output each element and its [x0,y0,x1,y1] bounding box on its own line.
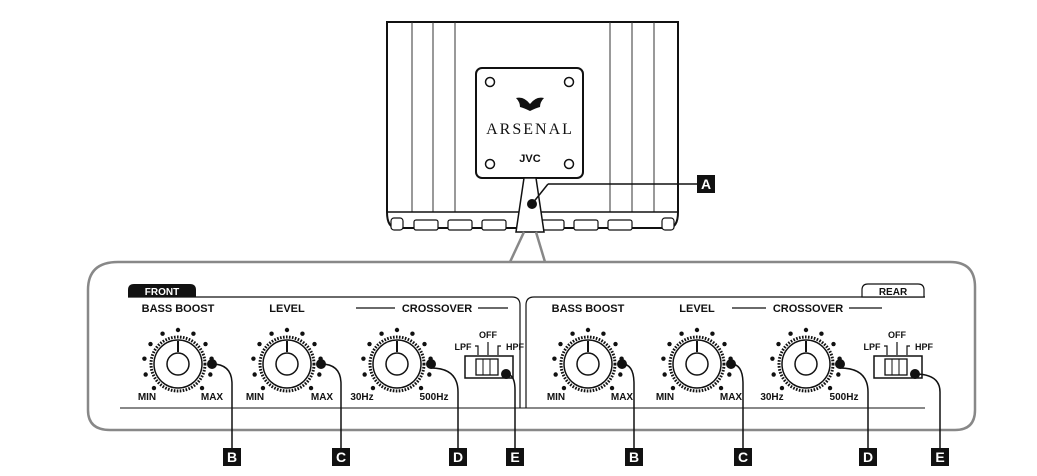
callout-d-front: D [449,448,467,466]
callout-c-front-letter: C [336,449,346,465]
rear-crossover-label: CROSSOVER [773,303,843,315]
callout-a-letter: A [701,176,711,192]
rear-filter-hpf-label: HPF [915,342,934,352]
front-crossover-high: 500Hz [420,392,449,403]
callout-b-front: B [223,448,241,466]
callout-b-front-letter: B [227,449,237,465]
front-filter-hpf-label: HPF [506,342,525,352]
front-filter-switch[interactable]: OFF LPF HPF [455,330,525,379]
front-level-knob[interactable] [251,327,326,393]
callout-b-rear: B [625,448,643,466]
callout-c-rear: C [734,448,752,466]
callout-e-rear: E [931,448,949,466]
front-filter-lpf-label: LPF [455,342,473,352]
callout-e-front: E [506,448,524,466]
rear-level-max: MAX [720,392,743,403]
rear-crossover-knob[interactable] [770,327,845,393]
front-level-label: LEVEL [269,303,305,315]
callout-c-rear-letter: C [738,449,748,465]
rear-bass-boost-knob[interactable] [552,327,627,393]
callout-e-rear-letter: E [935,449,944,465]
callout-leaders [211,363,941,448]
callout-c-front: C [332,448,350,466]
rear-level-min: MIN [656,392,674,403]
rear-crossover-low: 30Hz [760,392,783,403]
front-tag: FRONT [128,284,196,298]
rear-tag: REAR [861,283,925,298]
rear-bass-boost-label: BASS BOOST [552,303,625,315]
rear-level-label: LEVEL [679,303,715,315]
brand-name: ARSENAL [486,121,574,138]
callout-d-rear-letter: D [863,449,873,465]
rear-crossover-label-group: CROSSOVER [732,303,882,315]
rear-tag-label: REAR [879,287,908,298]
front-bass-boost-min: MIN [138,392,156,403]
front-filter-off-label: OFF [479,330,497,340]
callout-d-rear: D [859,448,877,466]
enlarged-panel: FRONT REAR BASS BOOST LEVEL CROSSOVER MI… [86,231,977,432]
rear-filter-lpf-label: LPF [864,342,882,352]
heatsink-fins [411,22,655,212]
terminal-block [390,217,675,231]
callout-a: A [531,175,715,205]
front-bass-boost-knob[interactable] [142,327,217,393]
logo-plate: ARSENAL JVC [475,67,584,179]
callout-b-rear-letter: B [629,449,639,465]
rear-level-knob[interactable] [661,327,736,393]
front-crossover-label: CROSSOVER [402,303,472,315]
rear-bass-boost-max: MAX [611,392,634,403]
front-crossover-low: 30Hz [350,392,373,403]
rear-filter-off-label: OFF [888,330,906,340]
front-crossover-label-group: CROSSOVER [356,303,508,315]
front-level-max: MAX [311,392,334,403]
front-bass-boost-max: MAX [201,392,224,403]
amplifier-unit: ARSENAL JVC [386,21,679,233]
rear-bass-boost-min: MIN [547,392,565,403]
maker-name: JVC [519,153,540,165]
front-level-min: MIN [246,392,264,403]
front-crossover-knob[interactable] [361,327,436,393]
callout-e-front-letter: E [510,449,519,465]
rear-crossover-high: 500Hz [830,392,859,403]
callout-d-front-letter: D [453,449,463,465]
front-bass-boost-label: BASS BOOST [142,303,215,315]
rear-filter-switch[interactable]: OFF LPF HPF [864,330,934,379]
front-tag-label: FRONT [145,287,179,298]
bird-emblem-icon [516,97,544,111]
